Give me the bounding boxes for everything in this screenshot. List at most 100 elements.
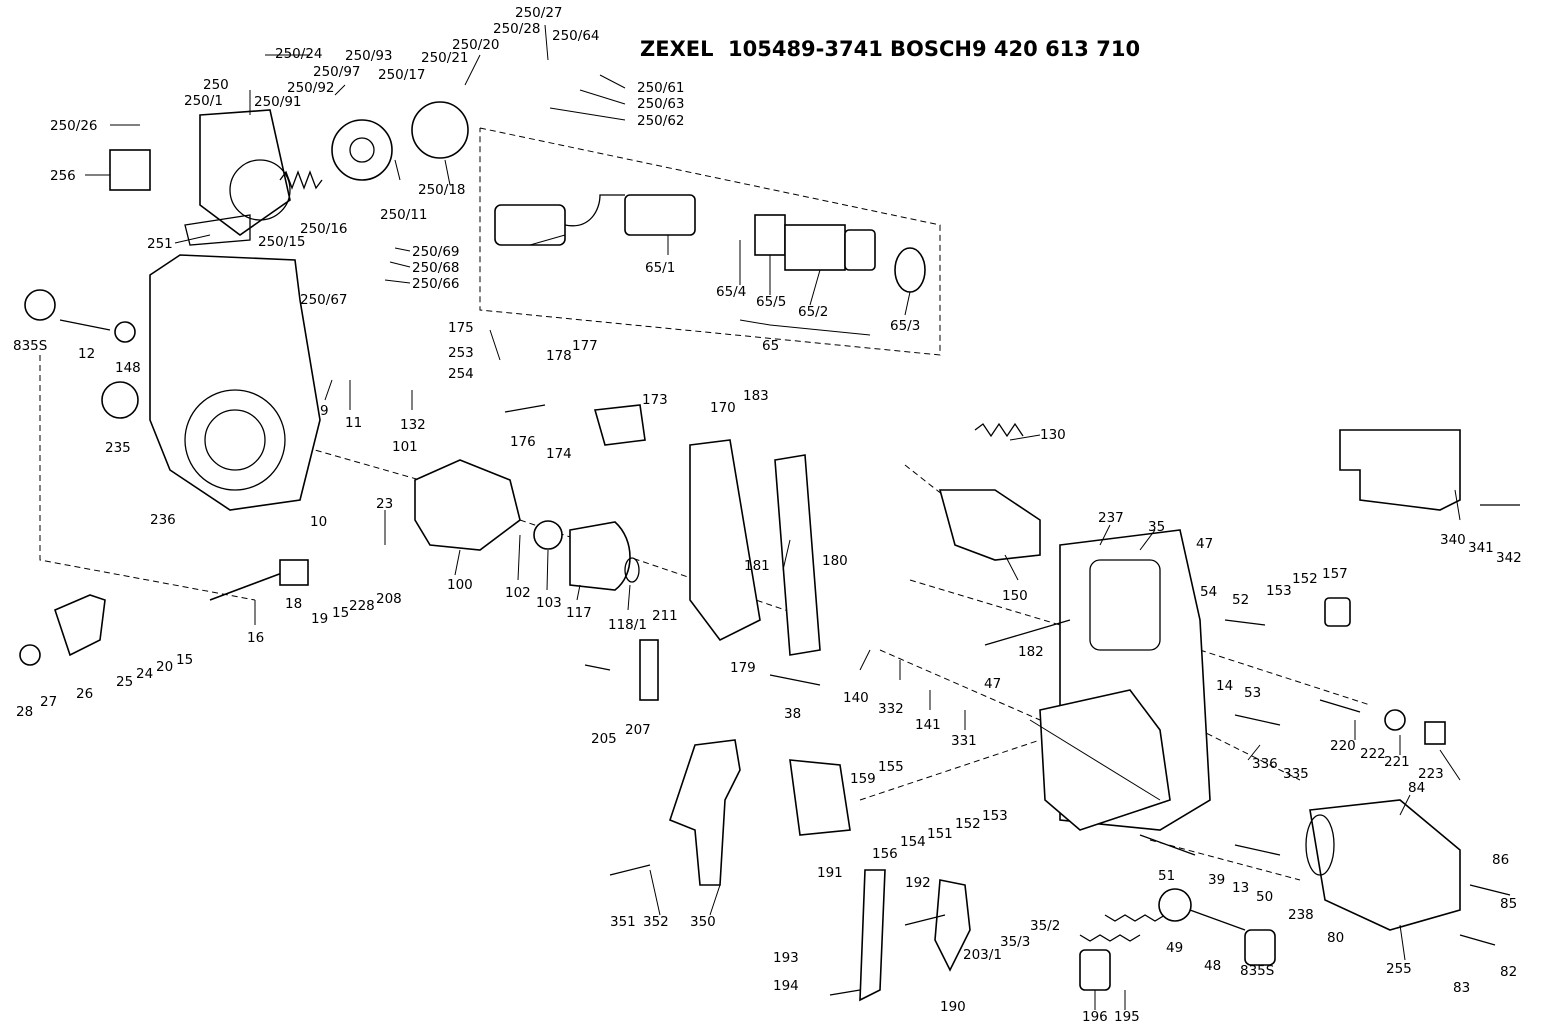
- label-208: 208: [376, 591, 402, 607]
- ring-65-3: [894, 247, 926, 293]
- part-illustrations: [19, 101, 1520, 1002]
- label-181: 181: [744, 558, 770, 574]
- lever-18: [279, 559, 309, 586]
- assembly-65-dashed-box: [479, 127, 941, 356]
- sleeve-65-2: [784, 224, 846, 271]
- maker-name-zexel: ZEXEL: [640, 37, 714, 61]
- label-196: 196: [1082, 1009, 1108, 1025]
- label-211: 211: [652, 608, 678, 624]
- zexel-part-number: 105489-3741: [728, 37, 883, 61]
- maker-name-bosch: BOSCH: [890, 37, 972, 61]
- leader-lines: [85, 24, 1461, 1010]
- label-52: 52: [1232, 592, 1249, 608]
- label-250-24: 250/24: [275, 46, 323, 62]
- diaphragm-250-11: [331, 119, 393, 181]
- label-250-68: 250/68: [412, 260, 460, 276]
- label-342: 342: [1496, 550, 1522, 566]
- label-238: 238: [1288, 907, 1314, 923]
- label-193: 193: [773, 950, 799, 966]
- label-65-5: 65/5: [756, 294, 786, 310]
- label-177: 177: [572, 338, 598, 354]
- label-65-2: 65/2: [798, 304, 828, 320]
- label-15-upper: 15: [332, 605, 349, 621]
- bracket-256: [109, 149, 151, 191]
- label-100: 100: [447, 577, 473, 593]
- label-237: 237: [1098, 510, 1124, 526]
- label-148: 148: [115, 360, 141, 376]
- label-18: 18: [285, 596, 302, 612]
- bracket-173: [593, 404, 646, 446]
- label-835s-left: 835S: [13, 338, 47, 354]
- label-183: 183: [743, 388, 769, 404]
- label-253: 253: [448, 345, 474, 361]
- label-332: 332: [878, 701, 904, 717]
- label-256: 256: [50, 168, 76, 184]
- cap-835s-bottom: [1244, 929, 1276, 966]
- sleeve-117: [569, 521, 631, 591]
- cover-80: [1309, 799, 1461, 931]
- label-24: 24: [136, 666, 153, 682]
- label-178: 178: [546, 348, 572, 364]
- label-153-lower: 153: [982, 808, 1008, 824]
- label-205: 205: [591, 731, 617, 747]
- lever-assembly-170: [689, 439, 761, 642]
- label-250-63: 250/63: [637, 96, 685, 112]
- flyweight-assembly-100: [414, 459, 521, 551]
- label-12: 12: [78, 346, 95, 362]
- label-250-26: 250/26: [50, 118, 98, 134]
- label-155: 155: [878, 759, 904, 775]
- label-250: 250: [203, 77, 229, 93]
- label-174: 174: [546, 446, 572, 462]
- label-49: 49: [1166, 940, 1183, 956]
- label-235: 235: [105, 440, 131, 456]
- valve-body-65: [494, 204, 566, 246]
- label-85: 85: [1500, 896, 1517, 912]
- label-118-1: 118/1: [608, 617, 647, 633]
- label-48: 48: [1204, 958, 1221, 974]
- label-835s-bottom: 835S: [1240, 963, 1274, 979]
- label-341: 341: [1468, 540, 1494, 556]
- label-28: 28: [16, 704, 33, 720]
- label-190: 190: [940, 999, 966, 1015]
- pump-housing-236: [149, 254, 321, 511]
- label-170: 170: [710, 400, 736, 416]
- label-13: 13: [1232, 880, 1249, 896]
- label-350: 350: [690, 914, 716, 930]
- label-26: 26: [76, 686, 93, 702]
- lever-193: [859, 869, 886, 1002]
- label-83: 83: [1453, 980, 1470, 996]
- label-220: 220: [1330, 738, 1356, 754]
- label-250-11: 250/11: [380, 207, 428, 223]
- label-153-right: 153: [1266, 583, 1292, 599]
- label-336: 336: [1252, 756, 1278, 772]
- lever-26: [54, 594, 106, 657]
- label-250-93: 250/93: [345, 48, 393, 64]
- label-250-20: 250/20: [452, 37, 500, 53]
- label-117: 117: [566, 605, 592, 621]
- label-140: 140: [843, 690, 869, 706]
- label-250-67: 250/67: [300, 292, 348, 308]
- label-65-1: 65/1: [645, 260, 675, 276]
- cover-250-1: [199, 109, 291, 236]
- label-207: 207: [625, 722, 651, 738]
- label-250-21: 250/21: [421, 50, 469, 66]
- label-20: 20: [156, 659, 173, 675]
- lever-191: [789, 759, 851, 836]
- label-19: 19: [311, 611, 328, 627]
- label-335: 335: [1283, 766, 1309, 782]
- assembly-lines: [39, 127, 1371, 881]
- label-180: 180: [822, 553, 848, 569]
- label-250-97: 250/97: [313, 64, 361, 80]
- label-250-61: 250/61: [637, 80, 685, 96]
- label-250-28: 250/28: [493, 21, 541, 37]
- label-154: 154: [900, 834, 926, 850]
- label-152-lower: 152: [955, 816, 981, 832]
- label-65: 65: [762, 338, 779, 354]
- label-47-top: 47: [1196, 536, 1213, 552]
- governor-235: [101, 381, 139, 419]
- label-194: 194: [773, 978, 799, 994]
- label-54: 54: [1200, 584, 1217, 600]
- label-191: 191: [817, 865, 843, 881]
- label-250-62: 250/62: [637, 113, 685, 129]
- label-14: 14: [1216, 678, 1233, 694]
